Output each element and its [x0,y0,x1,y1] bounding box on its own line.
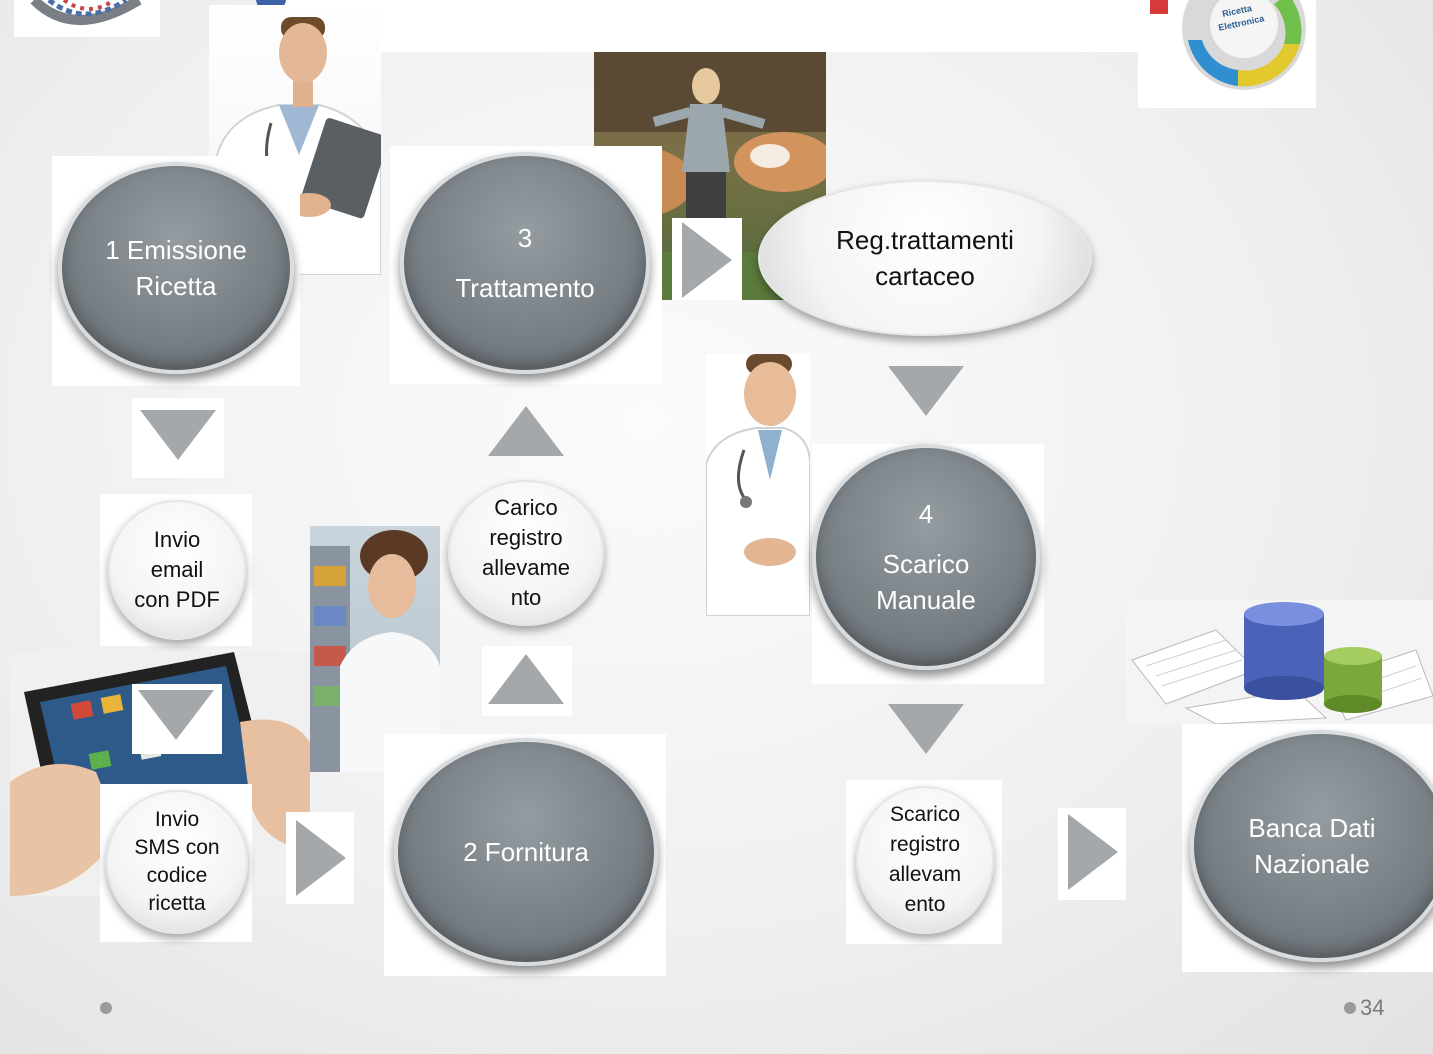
node-trattamento[interactable]: 3 Trattamento [400,152,650,374]
node-trattamento-line2: Trattamento [455,273,595,303]
node-carico-line2: registro [489,525,563,550]
node-banca-dati-nazionale[interactable]: Banca Dati Nazionale [1190,730,1433,962]
node-scarico-reg-line4: ento [904,893,946,916]
node-reg-line1: Reg.trattamenti [836,225,1014,255]
node-banca-line2: Nazionale [1254,849,1370,879]
node-scarico-manuale[interactable]: 4 Scarico Manuale [812,444,1040,670]
node-email-line1: Invio [153,527,201,552]
title-strip [256,0,1138,52]
node-emissione-ricetta[interactable]: 1 Emissione Ricetta [58,162,294,374]
arrow-email-to-sms [138,690,214,740]
node-scarico-man-line3: Manuale [876,585,976,615]
node-fornitura-line1: 2 Fornitura [463,837,589,867]
arrow-emissione-to-email [140,410,216,460]
node-sms-line2: SMS con [134,836,220,859]
arrow-sms-to-fornitura [296,820,346,896]
footer-bullet-left [100,1002,112,1014]
node-fornitura[interactable]: 2 Fornitura [394,738,658,966]
arrow-to-reg-trattamenti [682,222,732,298]
node-scarico-reg-line2: registro [889,833,961,856]
node-scarico-man-line1: 4 [918,499,934,529]
node-email-line2: email [150,557,204,582]
logo-top-left [14,0,160,37]
swirl-logo-icon [30,0,142,25]
node-banca-line1: Banca Dati [1248,813,1376,843]
node-invio-email[interactable]: Invio email con PDF [108,500,246,640]
arrow-scarico-to-registro [888,704,964,754]
node-email-line3: con PDF [134,587,220,612]
arrow-fornitura-to-carico [488,654,564,704]
node-reg-line2: cartaceo [875,261,975,291]
node-scarico-reg-line3: allevam [888,863,962,886]
node-scarico-man-line2: Scarico [882,549,970,579]
database-photo [1126,600,1433,724]
footer-bullet-right [1344,1002,1356,1014]
arrow-registro-to-banca-dati [1068,814,1118,890]
node-reg-trattamenti-cartaceo[interactable]: Reg.trattamenti cartaceo [758,180,1092,336]
node-emissione-line2: Ricetta [135,271,217,301]
ricetta-elettronica-logo: Ricetta Elettronica [1138,0,1316,108]
node-emissione-line1: 1 Emissione [105,235,247,265]
puzzle-logo-icon [1150,0,1306,90]
page-number: 34 [1360,995,1385,1020]
node-invio-sms[interactable]: Invio SMS con codice ricetta [106,790,248,934]
node-sms-line4: ricetta [148,892,206,915]
node-carico-line1: Carico [494,495,558,520]
node-sms-line1: Invio [154,808,200,831]
node-trattamento-line1: 3 [517,223,533,253]
node-scarico-registro-allevamento[interactable]: Scarico registro allevam ento [856,786,994,934]
node-scarico-reg-line1: Scarico [889,803,961,826]
doctor-photo-middle [706,354,810,616]
node-carico-line4: nto [510,585,542,610]
node-carico-line3: allevame [481,555,571,580]
pharmacist-photo [310,526,440,772]
arrow-reg-to-scarico [888,366,964,416]
node-carico-registro-allevamento[interactable]: Carico registro allevame nto [448,480,604,626]
node-sms-line3: codice [146,864,208,887]
arrow-carico-to-trattamento [488,406,564,456]
